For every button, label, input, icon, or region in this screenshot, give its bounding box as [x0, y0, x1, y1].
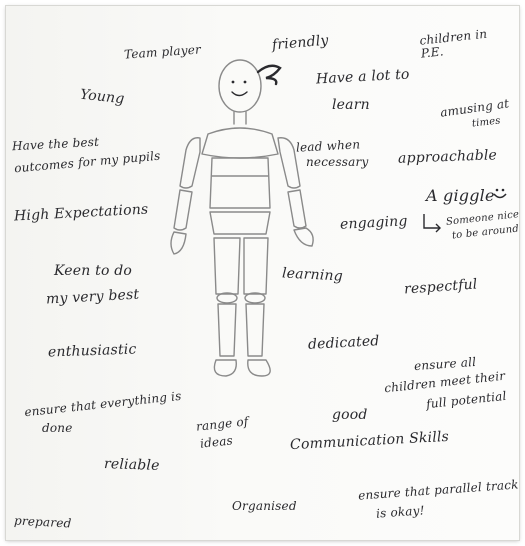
word-high-expectations: High Expectations: [14, 202, 149, 224]
mannequin-figure-icon: [166, 58, 326, 398]
word-reliable: reliable: [104, 457, 160, 474]
word-children-pe: children in P.E.: [419, 25, 511, 59]
smiley-icon: [490, 184, 510, 204]
word-ensure-all-1: ensure all: [414, 356, 477, 373]
word-young: Young: [79, 88, 125, 107]
word-organised: Organised: [232, 500, 297, 513]
word-enthusiastic: enthusiastic: [48, 342, 137, 360]
arrow-icon: [420, 212, 444, 234]
word-ensure-done-2: done: [42, 422, 73, 435]
word-keen-1: Keen to do: [54, 264, 132, 279]
word-range-of-1: range of: [195, 415, 249, 433]
word-best-outcomes-2: outcomes for my pupils: [14, 150, 161, 175]
word-learn: learn: [332, 98, 370, 113]
word-engaging: engaging: [340, 214, 408, 232]
paper-sheet: Team player Young friendly children in P…: [6, 6, 519, 540]
word-someone-nice-2: to be around: [452, 225, 519, 242]
word-keen-2: my very best: [46, 288, 140, 308]
word-ensure-all-3: full potential: [426, 390, 508, 411]
word-friendly: friendly: [271, 34, 329, 54]
word-approachable: approachable: [398, 148, 498, 166]
word-best-outcomes-1: Have the best: [12, 136, 100, 153]
word-have-a-lot-to: Have a lot to: [316, 68, 410, 88]
word-respectful: respectful: [404, 277, 478, 297]
word-amusing-2: times: [472, 117, 502, 130]
word-communication: Communication Skills: [290, 430, 450, 453]
word-range-of-2: ideas: [199, 434, 233, 450]
word-parallel-2: is okay!: [376, 504, 425, 520]
word-good: good: [332, 408, 368, 423]
word-ensure-done-1: ensure that everything is: [24, 390, 182, 419]
word-a-giggle: A giggle: [426, 188, 495, 205]
word-parallel-1: ensure that parallel track: [358, 478, 519, 502]
word-prepared: prepared: [14, 515, 72, 531]
